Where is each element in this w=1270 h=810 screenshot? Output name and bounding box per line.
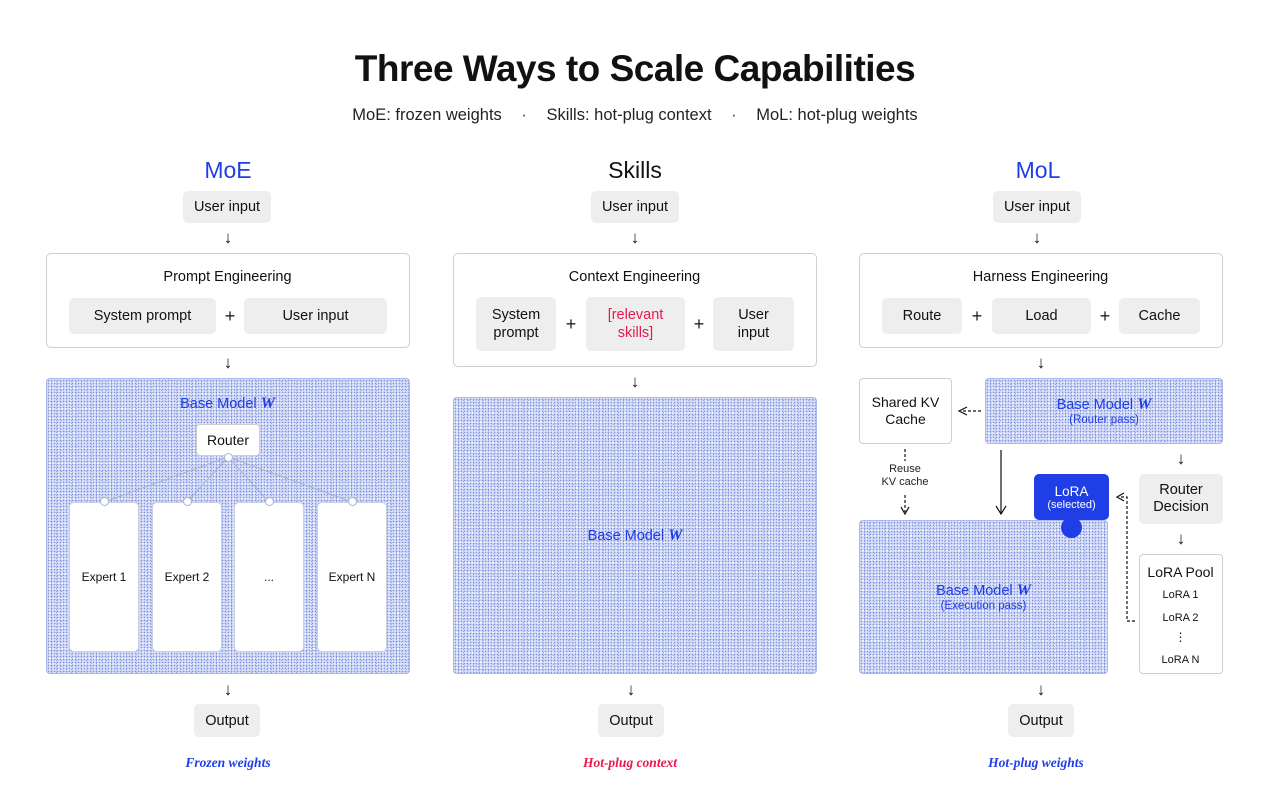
skills-user-input: User input [591, 191, 679, 223]
lora-selected: LoRA (selected) [1034, 474, 1109, 520]
skills-base-model-title: Base Model W [587, 526, 683, 544]
skills-arrow-1: ↓ [630, 228, 640, 247]
mol-harness-engineering-panel: Harness Engineering Route + Load + Cache [859, 253, 1223, 348]
page-title: Three Ways to Scale Capabilities [354, 48, 916, 89]
plus-sign: + [693, 313, 705, 334]
moe-base-model: Base Model W Router Expert 1 Expert 2 ..… [46, 378, 410, 674]
mol-cache: Cache [1119, 298, 1200, 334]
moe-arrow-3: ↓ [223, 680, 233, 699]
mol-panel-title: Harness Engineering [972, 269, 1109, 285]
mol-route: Route [882, 298, 962, 334]
subtitle-skills: Skills: hot-plug context [546, 106, 712, 124]
moe-base-model-title: Base Model W [180, 395, 275, 412]
mol-arrow-2: ↓ [1036, 353, 1046, 372]
plus-sign: + [565, 313, 577, 334]
lora-pool-ellipsis: ⋮ [1174, 630, 1187, 644]
subtitle-mol: MoL: hot-plug weights [756, 106, 918, 124]
mol-user-input: User input [993, 191, 1081, 223]
expert-node [265, 497, 274, 506]
mol-output: Output [1008, 704, 1074, 737]
plus-sign: + [224, 305, 236, 326]
moe-arrow-1: ↓ [223, 228, 233, 247]
moe-prompt-engineering-panel: Prompt Engineering System prompt + User … [46, 253, 410, 348]
skills-arrow-2: ↓ [630, 372, 640, 391]
moe-caption: Frozen weights [185, 755, 271, 770]
moe-user-input-chip: User input [244, 298, 387, 334]
expert-node [100, 497, 109, 506]
router-box: Router [196, 424, 260, 456]
mol-load: Load [992, 298, 1091, 334]
moe-arrow-2: ↓ [223, 353, 233, 372]
skills-column-title: Skills [608, 157, 662, 183]
skills-caption: Hot-plug context [582, 755, 678, 770]
subtitle-separator: · [731, 106, 737, 124]
mol-base-model-router-pass: Base Model W (Router pass) [985, 378, 1223, 444]
expert-n: Expert N [317, 502, 387, 652]
mol-arrow-1: ↓ [1032, 228, 1042, 247]
page-subtitle: MoE: frozen weights · Skills: hot-plug c… [0, 106, 1270, 125]
router-node [224, 453, 233, 462]
mol-caption: Hot-plug weights [988, 755, 1084, 770]
mol-arrow-lora-pool: ↓ [1176, 529, 1186, 548]
router-connectors [103, 456, 353, 503]
skills-panel-title: Context Engineering [568, 269, 701, 285]
expert-node [348, 497, 357, 506]
moe-output: Output [194, 704, 260, 737]
router-pass-subtitle: (Router pass) [1069, 414, 1139, 426]
skills-arrow-3: ↓ [626, 680, 636, 699]
lora-pool-item: LoRA 1 [1162, 589, 1199, 601]
mol-arrow-router-decision: ↓ [1176, 449, 1186, 468]
lora-pool-title: LoRA Pool [1147, 564, 1214, 580]
subtitle-separator: · [521, 106, 527, 124]
execution-pass-subtitle: (Execution pass) [940, 600, 1027, 612]
skills-output: Output [598, 704, 664, 737]
moe-column-title: MoE [204, 157, 252, 183]
expert-node [183, 497, 192, 506]
subtitle-moe: MoE: frozen weights [352, 106, 502, 124]
lora-pool-item: LoRA 2 [1162, 612, 1199, 624]
moe-system-prompt: System prompt [69, 298, 216, 334]
mol-arrow-output: ↓ [1036, 680, 1046, 699]
skills-base-model: Base Model W [453, 397, 817, 674]
moe-panel-title: Prompt Engineering [163, 269, 292, 285]
mol-base-model-execution-pass: Base Model W (Execution pass) [859, 520, 1108, 674]
router-pass-title: Base Model W [1056, 396, 1152, 413]
lora-pool: LoRA Pool LoRA 1 LoRA 2 ⋮ LoRA N [1139, 554, 1223, 674]
lora-plug-node [1061, 517, 1082, 538]
mol-column-title: MoL [1015, 157, 1061, 183]
lora-pool-item: LoRA N [1161, 654, 1200, 666]
plus-sign: + [971, 305, 983, 326]
expert-1: Expert 1 [69, 502, 139, 652]
plus-sign: + [1099, 305, 1111, 326]
execution-pass-title: Base Model W [936, 582, 1031, 599]
moe-user-input: User input [183, 191, 271, 223]
